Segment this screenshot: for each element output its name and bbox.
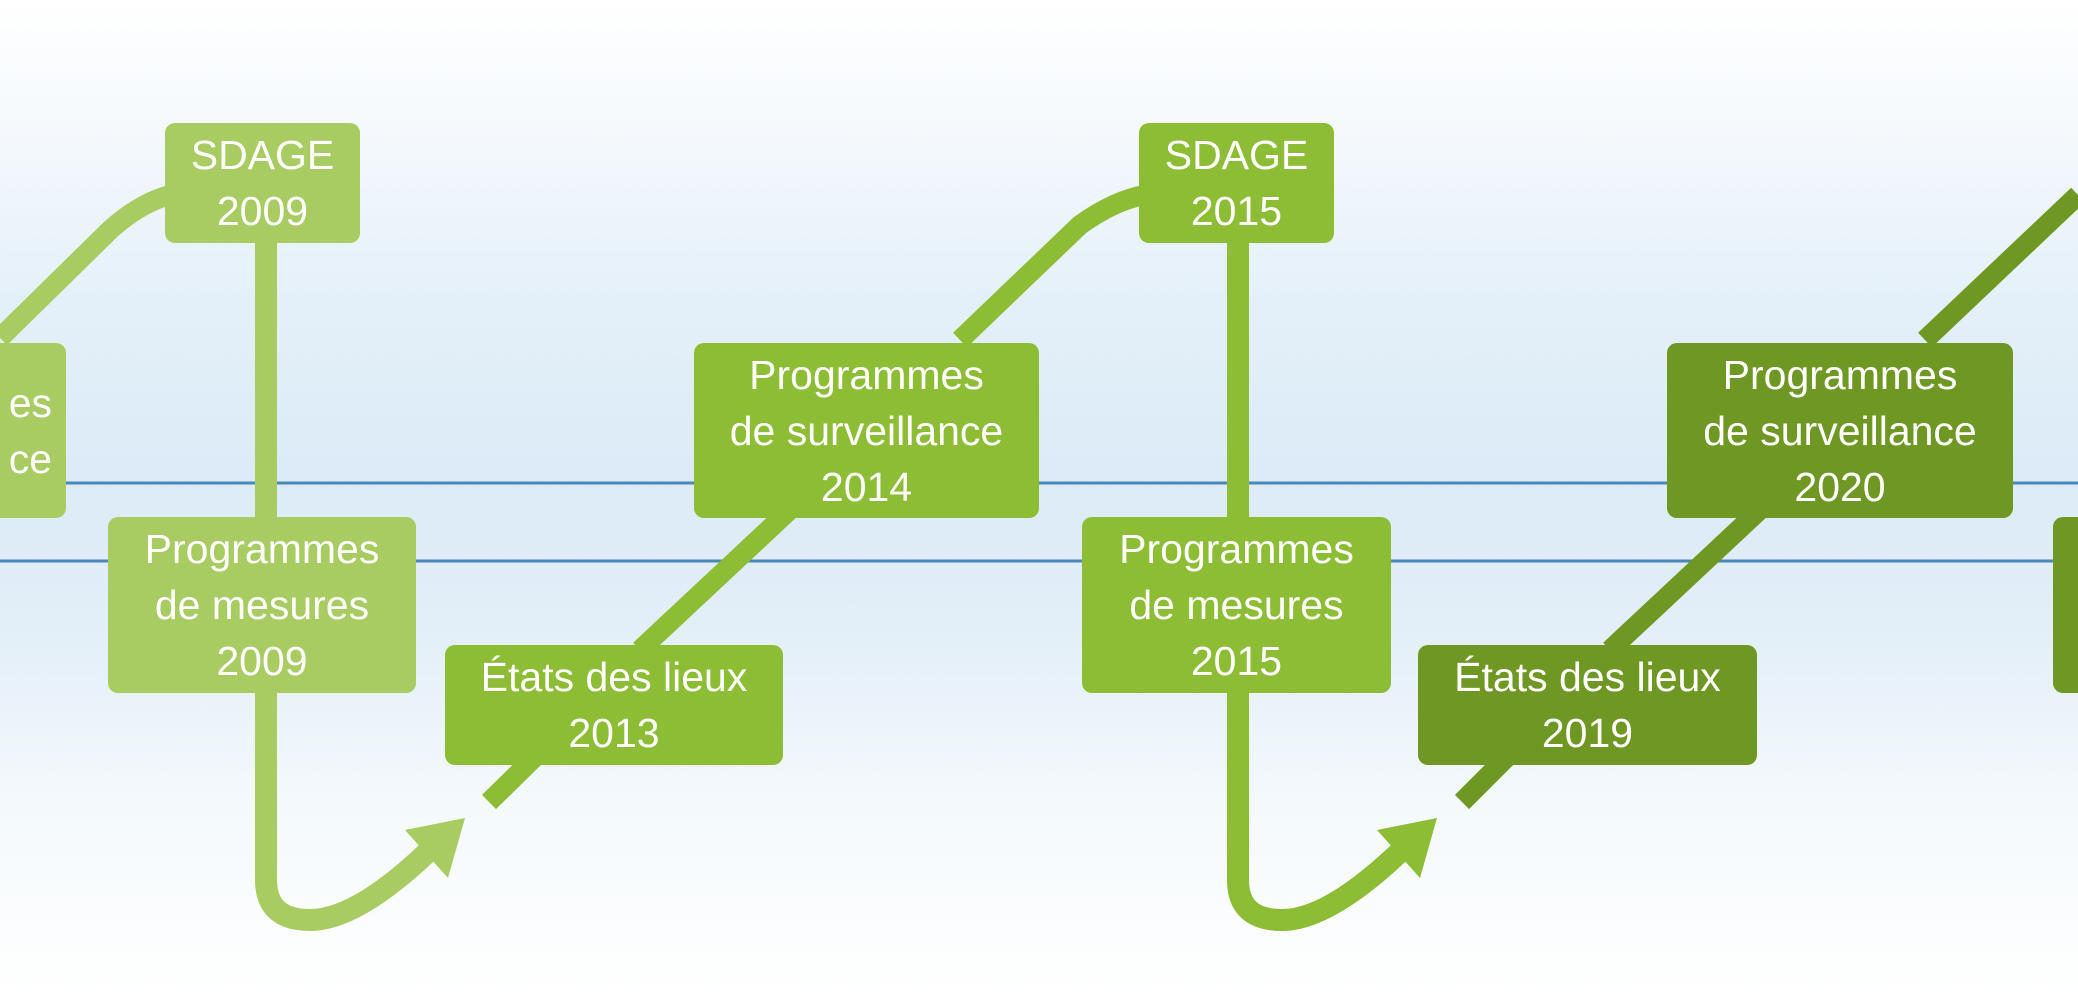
box-programmes-mesures-2015: Programmes de mesures 2015 <box>1082 517 1391 693</box>
box-cut-right <box>2053 517 2078 693</box>
box-sdage-2009: SDAGE 2009 <box>165 123 360 243</box>
box-etats-des-lieux-2019: États des lieux 2019 <box>1418 645 1757 765</box>
connector-pdm-2015-loop <box>1227 679 1423 932</box>
connector-pds-2014-to-sdage-2015 <box>953 185 1147 348</box>
arrowhead-2009-icon <box>405 818 465 878</box>
connector-pds-to-sdage-2009 <box>0 185 173 346</box>
connector-edl-2013-to-pds-2014 <box>633 497 802 658</box>
box-etats-des-lieux-2013: États des lieux 2013 <box>445 645 783 765</box>
box-programmes-mesures-2009: Programmes de mesures 2009 <box>108 517 416 693</box>
connector-pds-2020-to-next <box>1918 187 2078 348</box>
box-programmes-surveillance-2020: Programmes de surveillance 2020 <box>1667 343 2013 518</box>
box-cut-left: es ce <box>0 343 66 518</box>
box-sdage-2015: SDAGE 2015 <box>1139 123 1334 243</box>
connector-edl-2019-to-pds-2020 <box>1603 497 1772 658</box>
connector-pdm-2009-loop <box>255 679 451 932</box>
arrowhead-2015-icon <box>1377 818 1437 878</box>
box-programmes-surveillance-2014: Programmes de surveillance 2014 <box>694 343 1039 518</box>
